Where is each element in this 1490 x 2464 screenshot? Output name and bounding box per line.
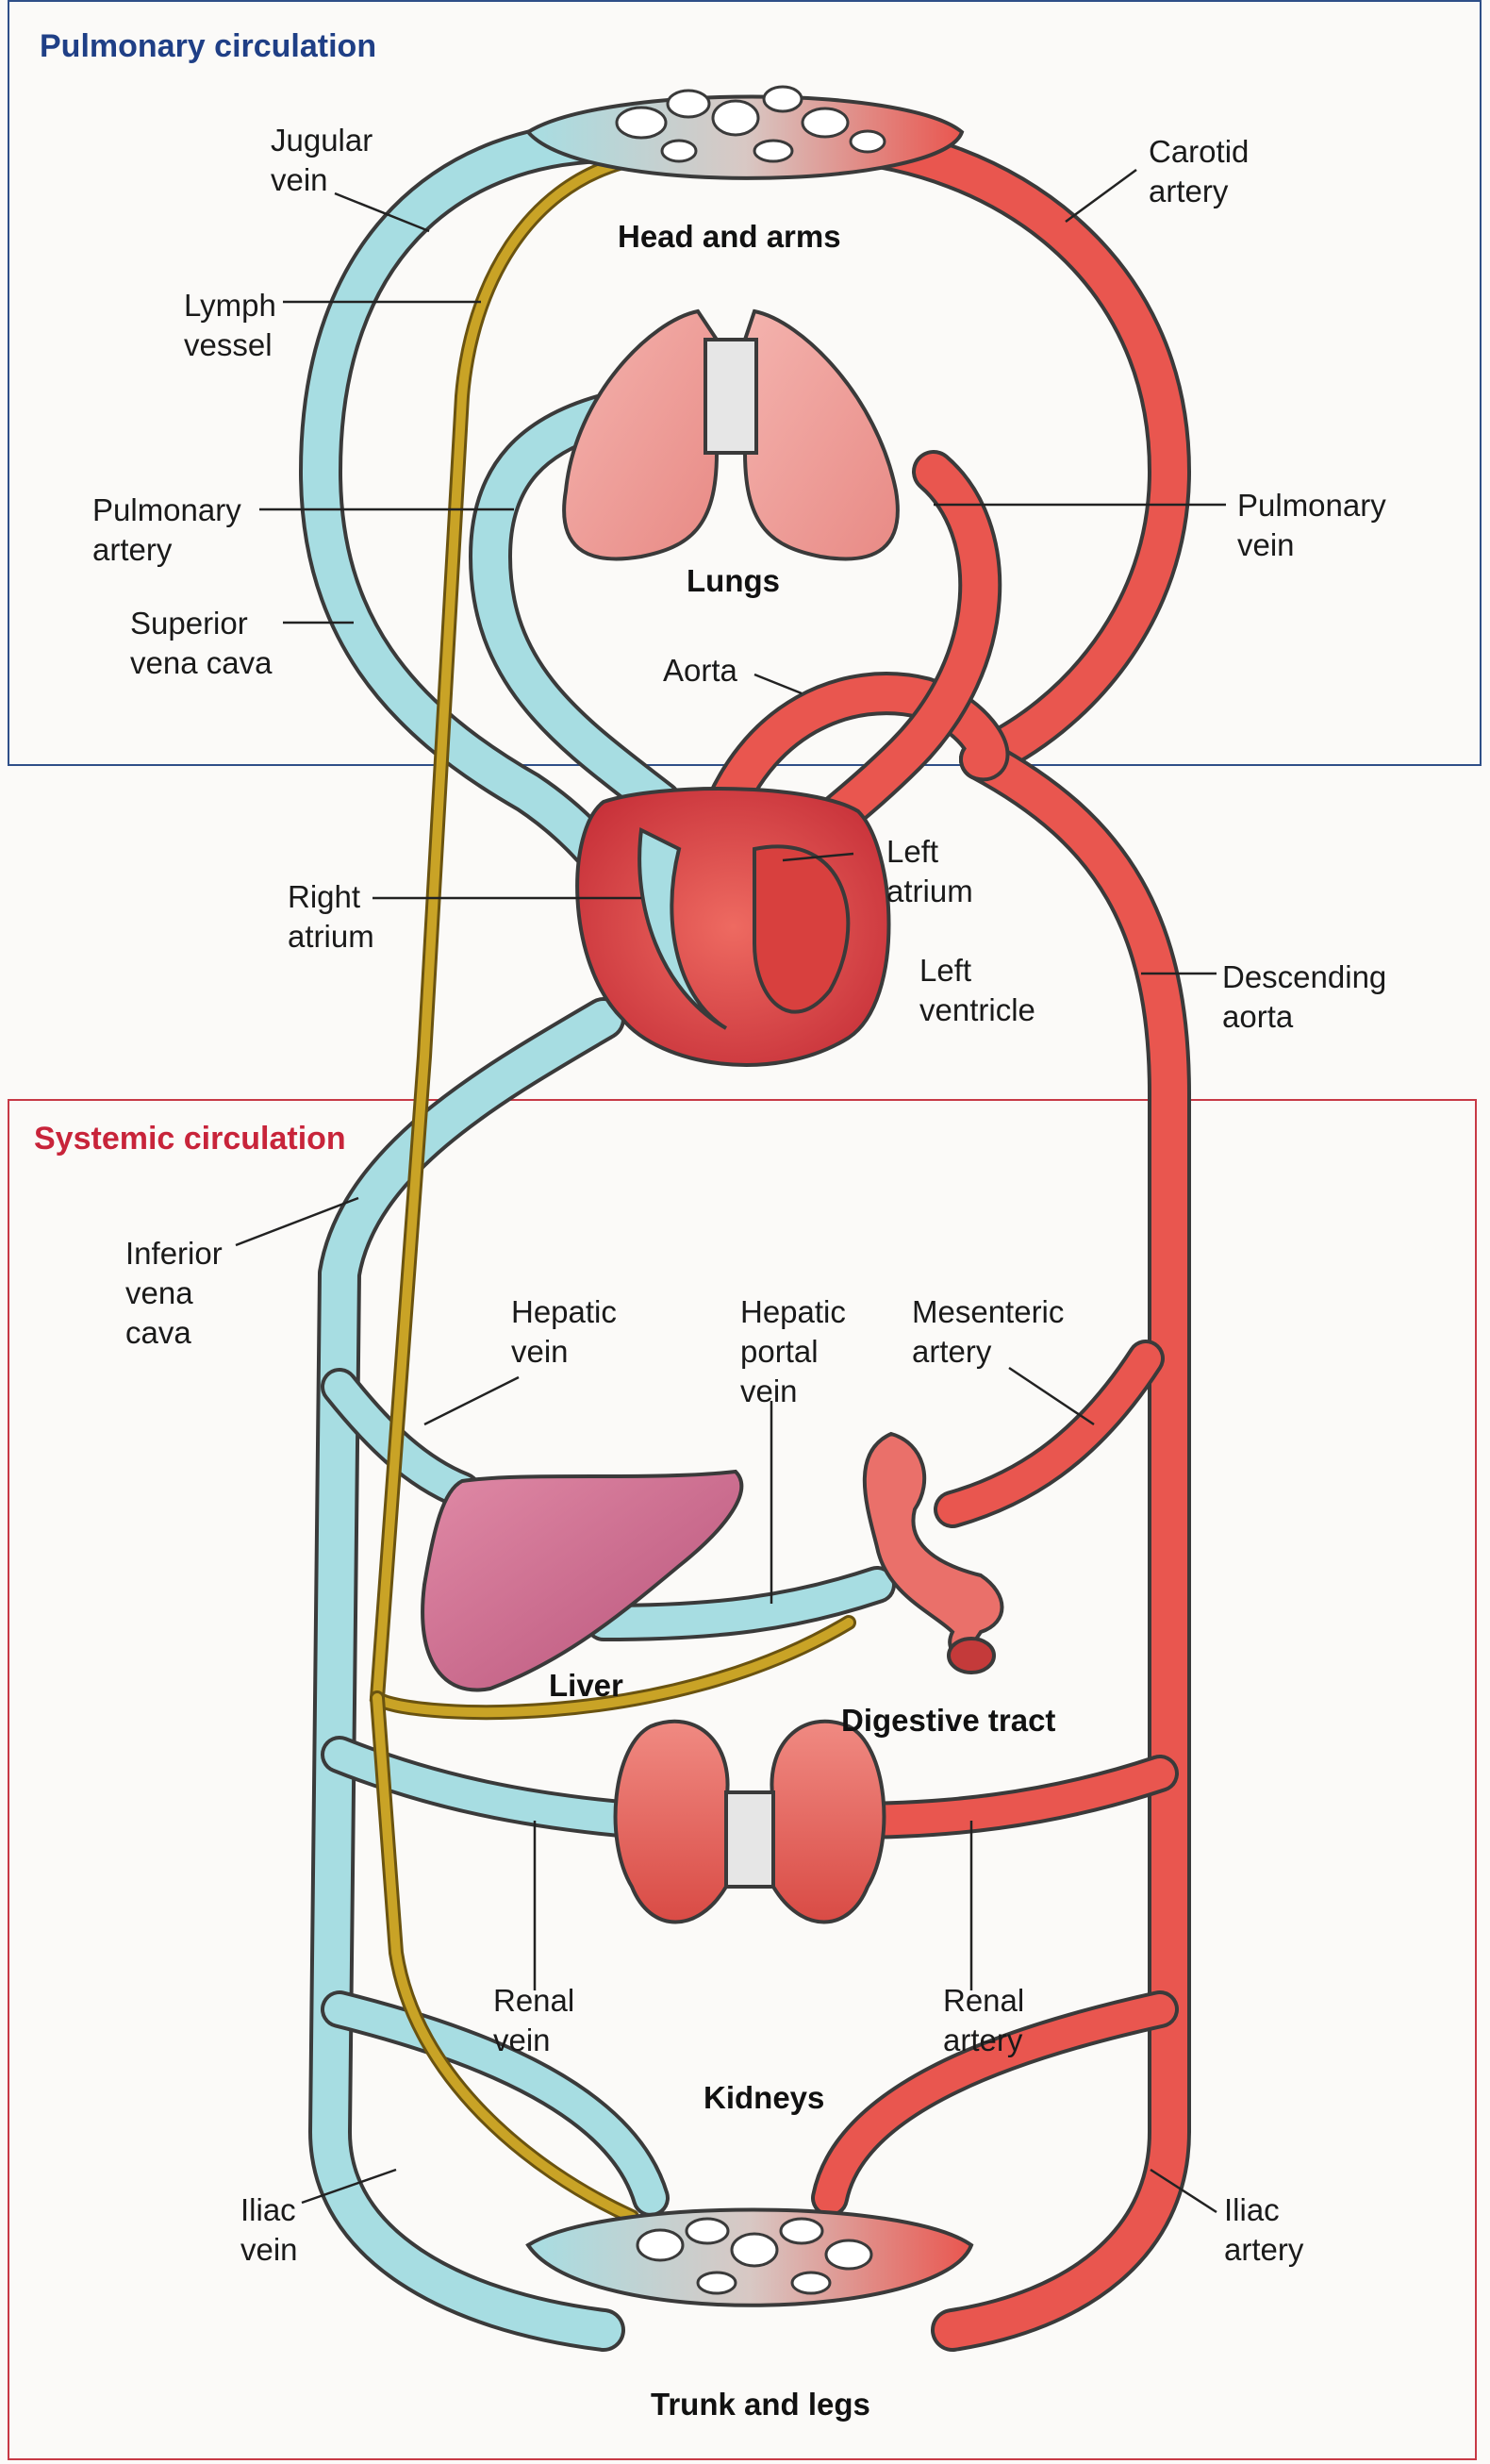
head-capillary-bed <box>524 85 965 180</box>
kidneys-organ <box>613 1719 886 1924</box>
digestive-organ <box>862 1431 1004 1674</box>
trunk-capillary-bed <box>525 2207 974 2307</box>
label-aorta: Aorta <box>663 653 737 688</box>
pulmonary-title: Pulmonary circulation <box>40 28 377 64</box>
leader-lines <box>235 168 1226 2214</box>
systemic-title: Systemic circulation <box>34 1121 346 1157</box>
organ-label-head-arms: Head and arms <box>618 219 841 254</box>
liver-organ <box>421 1469 744 1692</box>
organ-label-lungs: Lungs <box>687 563 780 598</box>
organ-label-digestive: Digestive tract <box>841 1703 1056 1738</box>
lungs-organ <box>562 308 900 561</box>
lymph-vessel-line <box>369 155 856 2224</box>
heart-organ <box>575 787 891 1067</box>
organ-label-liver: Liver <box>549 1668 623 1703</box>
systemic-region-box <box>8 1099 1477 2460</box>
organ-label-trunk-legs: Trunk and legs <box>651 2387 870 2422</box>
organ-label-kidneys: Kidneys <box>704 2080 825 2115</box>
